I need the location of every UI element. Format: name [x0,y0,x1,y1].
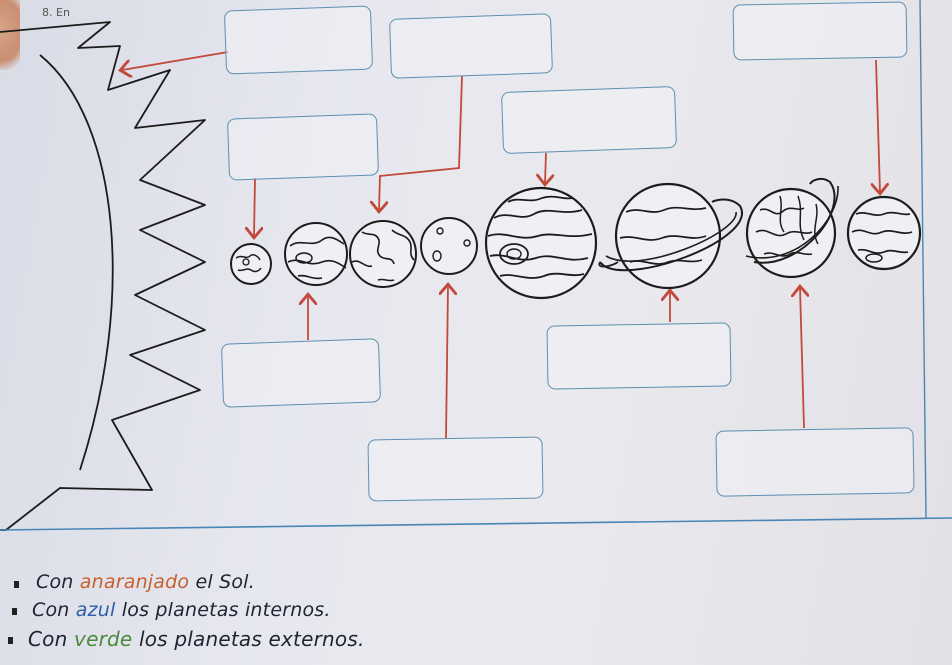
jupiter-drawing [484,186,598,300]
color-word-orange: anaranjado [79,571,190,593]
label-box-saturn[interactable] [546,322,732,390]
arrow-to-jupiter [545,152,546,183]
arrow-to-earth [379,75,463,210]
frame-bottom-line [0,517,952,531]
label-box-sun[interactable] [223,5,374,75]
label-box-mercury[interactable] [226,113,380,181]
arrow-to-mercury [254,177,255,236]
bullet-icon [8,637,13,644]
arrow-to-mars [446,286,448,439]
bullet-icon [14,581,19,588]
arrow-to-sun [122,51,229,70]
color-word-green: verde [74,627,133,651]
frame-right-line [919,0,927,519]
header-partial-text: 8. En [42,6,70,19]
instruction-blue: Con azul los planetas internos. [32,599,331,621]
label-box-earth[interactable] [389,13,553,79]
sun-inner-curve [39,54,114,471]
instruction-orange: Con anaranjado el Sol. [36,571,255,593]
instructions-list: Con anaranjado el Sol. Con azul los plan… [0,565,952,665]
label-box-venus[interactable] [220,338,382,408]
color-word-blue: azul [75,599,116,621]
instruction-green: Con verde los planetas externos. [28,627,365,651]
arrow-to-uranus [800,288,804,429]
bullet-icon [12,608,17,615]
neptune-drawing [846,195,922,271]
mars-drawing [420,217,478,275]
mercury-drawing [230,243,272,285]
label-box-mars[interactable] [367,436,544,502]
label-arrows [122,51,880,439]
label-box-jupiter[interactable] [500,85,678,155]
finger-thumb [0,0,20,70]
venus-drawing [284,222,348,286]
label-box-uranus[interactable] [715,427,915,497]
earth-drawing [349,220,417,288]
arrow-to-neptune [876,59,880,192]
sun-outline [0,21,206,531]
label-box-neptune[interactable] [732,1,908,61]
uranus-drawing [745,177,839,279]
solar-system-diagram: 8. En [0,0,952,531]
saturn-drawing [598,182,743,290]
